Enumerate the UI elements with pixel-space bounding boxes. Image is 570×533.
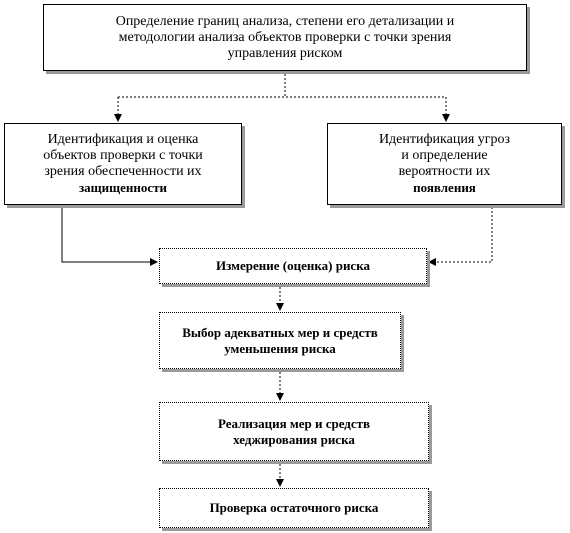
box-select-measures-line-1: Выбор адекватных мер и средств: [182, 324, 378, 340]
box-identify-objects-line-2: объектов проверки с точки: [43, 148, 203, 163]
box-identify-objects: Идентификация и оценка объектов проверки…: [4, 123, 242, 205]
box-identify-threats-line-1: Идентификация угроз: [378, 132, 511, 147]
arrow-left-to-measure: [61, 207, 158, 266]
box-residual-risk-check: Проверка остаточного риска: [159, 488, 429, 528]
box-implement-measures-line-2: хеджирования риска: [233, 431, 355, 447]
box-define-boundaries: Определение границ анализа, степени его …: [43, 4, 527, 71]
box-define-boundaries-line-2: методологии анализа объектов проверки с …: [118, 29, 452, 45]
box-residual-risk-check-label: Проверка остаточного риска: [209, 500, 379, 515]
box-select-measures-line-2: уменьшения риска: [224, 340, 336, 356]
box-define-boundaries-line-1: Определение границ анализа, степени его …: [115, 13, 455, 29]
box-select-measures: Выбор адекватных мер и средств уменьшени…: [159, 312, 401, 369]
box-identify-objects-line-1: Идентификация и оценка: [47, 132, 199, 147]
box-identify-objects-line-4: защищенности: [78, 180, 168, 195]
box-implement-measures-line-1: Реализация мер и средств: [217, 415, 371, 431]
box-identify-threats-line-2: и определение: [401, 148, 488, 163]
box-implement-measures: Реализация мер и средств хеджирования ри…: [159, 402, 429, 461]
box-define-boundaries-line-3: управления риском: [227, 45, 343, 61]
box-identify-threats-line-4: появления: [413, 180, 476, 195]
box-risk-measurement: Измерение (оценка) риска: [159, 248, 427, 284]
box-identify-threats: Идентификация угроз и определение вероят…: [327, 123, 562, 205]
box-identify-threats-line-3: вероятности их: [398, 164, 491, 179]
arrow-right-to-measure: [428, 207, 493, 266]
box-identify-objects-line-3: зрения обеспеченности их: [44, 164, 202, 179]
box-risk-measurement-label: Измерение (оценка) риска: [215, 258, 370, 273]
